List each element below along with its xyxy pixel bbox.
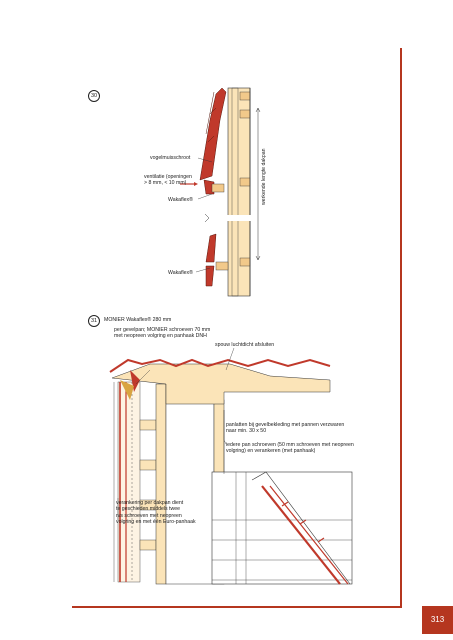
label-per-gevelpan: per gevelpan; MONIER schroeven 70 mm met… <box>114 327 211 340</box>
label-verankering: verankering per dakpan dient te geschied… <box>116 500 196 526</box>
page-number-badge: 313 <box>422 606 453 634</box>
label-wakaflex-1: Wakaflex® <box>168 197 193 203</box>
label-wakaflex-2: Wakaflex® <box>168 270 193 276</box>
figure-31-title: MONIER Wakaflex® 280 mm <box>104 317 172 323</box>
label-ventilatie: ventilatie (openingen > 8 mm, < 10 mm) <box>144 174 192 187</box>
page-frame <box>72 48 402 608</box>
label-panlatten: panlatten bij gevelbekleding met pannen … <box>226 422 345 435</box>
label-vogelmuisschroot: vogelmuisschroot <box>150 155 191 161</box>
label-iedere-pan: iedere pan schroeven (50 mm schroeven me… <box>226 442 354 455</box>
figure-30-number: 30 <box>88 90 100 102</box>
label-spouw: spouw luchtdicht afsluiten <box>215 342 275 348</box>
figure-31-number: 31 <box>88 315 100 327</box>
